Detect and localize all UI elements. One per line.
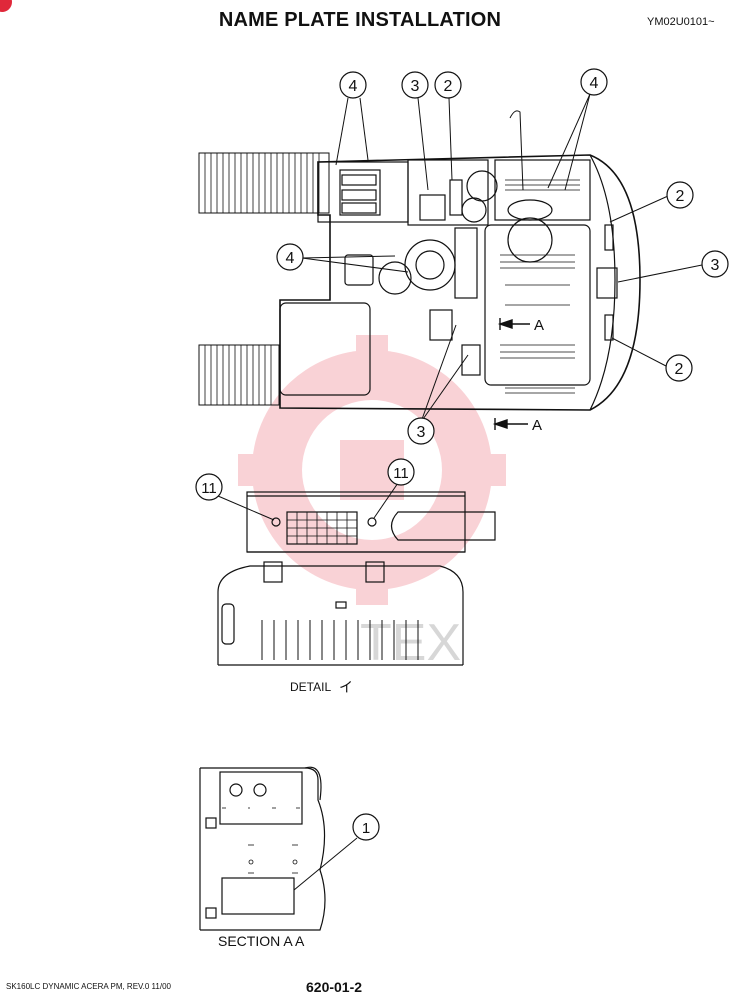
svg-text:2: 2 xyxy=(444,78,453,95)
section-callout-leader xyxy=(293,837,358,891)
svg-text:1: 1 xyxy=(362,820,370,837)
callout-3-top: 3 xyxy=(401,71,429,99)
svg-text:2: 2 xyxy=(676,188,685,205)
corner-marker xyxy=(0,0,12,12)
svg-text:3: 3 xyxy=(417,424,426,441)
callout-1-section: 1 xyxy=(352,813,380,841)
callout-2-right-upper: 2 xyxy=(666,181,694,209)
svg-text:3: 3 xyxy=(711,257,720,274)
document-code: YM02U0101~ xyxy=(647,16,715,28)
detail-caption: DETAIL xyxy=(290,680,331,694)
callout-3-right: 3 xyxy=(701,250,729,278)
page-title: NAME PLATE INSTALLATION xyxy=(218,9,502,31)
section-caption: SECTION A A xyxy=(218,933,305,949)
svg-text:2: 2 xyxy=(675,361,684,378)
page-number: 620-01-2 xyxy=(306,979,363,995)
svg-text:3: 3 xyxy=(411,78,420,95)
section-marker-lower-label: A xyxy=(532,417,542,434)
svg-text:11: 11 xyxy=(201,480,217,497)
footer-manual-info: SK160LC DYNAMIC ACERA PM, REV.0 11/00 xyxy=(6,982,171,991)
section-marker-upper xyxy=(497,318,530,330)
callout-3-bottom: 3 xyxy=(407,417,435,445)
watermark-text: TEX xyxy=(360,614,461,672)
section-view xyxy=(199,766,326,931)
svg-text:11: 11 xyxy=(393,465,409,482)
callout-2-right-lower: 2 xyxy=(665,354,693,382)
detail-callout-leaders xyxy=(217,482,399,521)
callout-4-top-right: 4 xyxy=(580,68,608,96)
top-view xyxy=(198,152,641,411)
section-marker-upper-label: A xyxy=(534,317,544,334)
section-marker-lower xyxy=(492,418,528,430)
detail-view xyxy=(217,491,496,666)
svg-text:4: 4 xyxy=(590,75,599,92)
svg-text:4: 4 xyxy=(349,78,358,95)
callout-11-right: 11 xyxy=(387,458,415,486)
svg-text:4: 4 xyxy=(286,250,295,267)
callout-4-left: 4 xyxy=(276,243,304,271)
detail-caption-symbol: イ xyxy=(339,679,353,695)
callout-2-top: 2 xyxy=(434,71,462,99)
callout-11-left: 11 xyxy=(195,473,223,501)
callout-leaders xyxy=(301,93,703,423)
callout-4-top: 4 xyxy=(339,71,367,99)
